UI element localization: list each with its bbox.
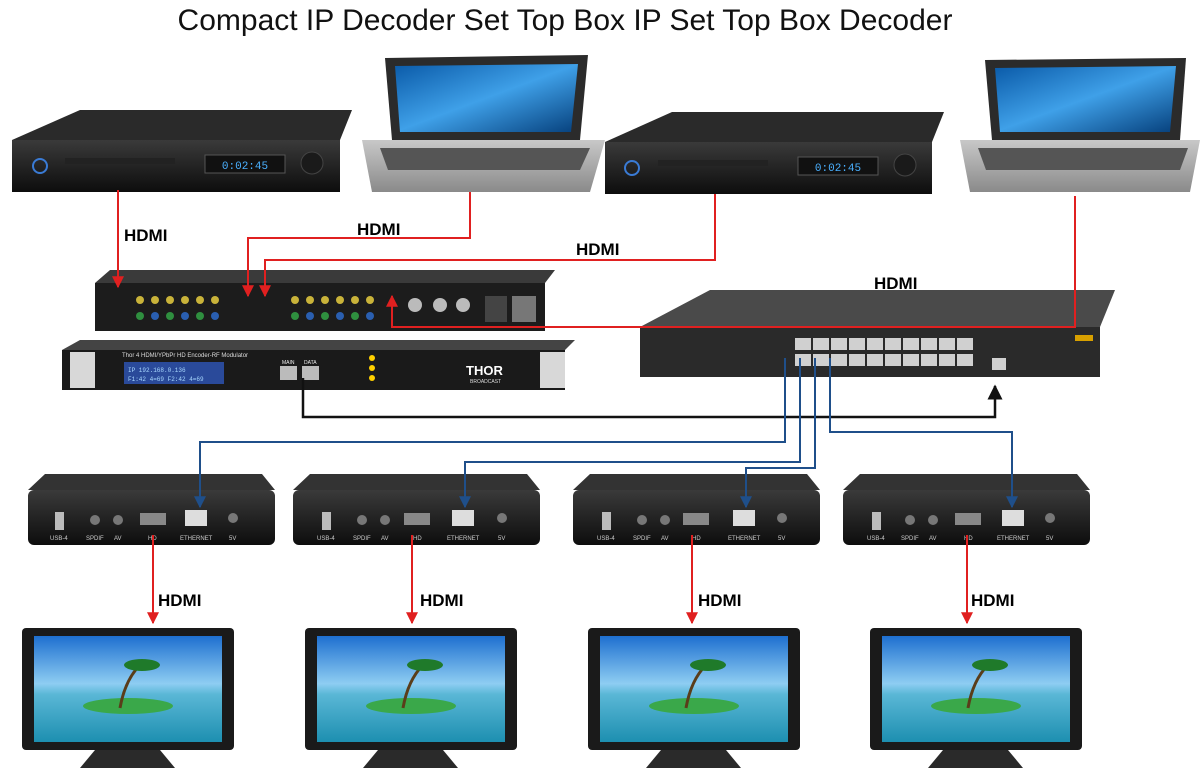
encoder-model-text: Thor 4 HDMI/YPbPr HD Encoder-RF Modulato… (122, 353, 248, 359)
ethernet-line-switch-stb1 (194, 358, 786, 509)
laptop-2 (960, 58, 1200, 192)
tv-4 (870, 628, 1082, 768)
stb3-port-ethernet: ETHERNET (728, 536, 761, 542)
stb1-port-av: AV (114, 536, 122, 542)
stb4-port-5v: 5V (1046, 536, 1053, 542)
laptop-1 (362, 55, 605, 192)
bluray-player-2: 0:02:45 (605, 112, 944, 194)
stb2-port-usb: USB-4 (317, 536, 335, 542)
stb2-port-spdif: SPDIF (353, 536, 371, 542)
ethernet-line-switch-stb4 (829, 358, 1018, 509)
stb3-port-hd: HD (692, 536, 701, 542)
hdmi-label-tv3: HDMI (698, 591, 742, 610)
hdmi-line-bluray2-encoder (259, 194, 716, 298)
encoder-front-panel (62, 340, 575, 390)
ethernet-line-switch-stb3 (740, 358, 816, 509)
set-top-box-3 (573, 474, 820, 545)
hdmi-label-laptop2: HDMI (874, 274, 918, 293)
stb3-port-5v: 5V (778, 536, 785, 542)
ethernet-connections (194, 358, 1018, 509)
svg-text:0:02:45: 0:02:45 (815, 163, 861, 175)
stb4-port-ethernet: ETHERNET (997, 536, 1030, 542)
tv-2 (305, 628, 517, 768)
stb2-port-hd: HD (413, 536, 422, 542)
network-switch (640, 290, 1115, 377)
stb2-port-av: AV (381, 536, 389, 542)
hdmi-label-tv2: HDMI (420, 591, 464, 610)
stb4-port-hd: HD (964, 536, 973, 542)
tv-1 (22, 628, 234, 768)
stb1-port-usb: USB-4 (50, 536, 68, 542)
hdmi-line-laptop2-encoder (386, 196, 1076, 328)
stb2-port-ethernet: ETHERNET (447, 536, 480, 542)
lan-connection (301, 378, 1003, 419)
stb2-port-5v: 5V (498, 536, 505, 542)
hdmi-label-tv4: HDMI (971, 591, 1015, 610)
encoder-lcd-line-1: IP 192.168.0.136 (128, 367, 186, 374)
stb1-port-5v: 5V (229, 536, 236, 542)
ethernet-line-switch-stb2 (459, 358, 801, 509)
stb3-port-av: AV (661, 536, 669, 542)
page-title: Compact IP Decoder Set Top Box IP Set To… (177, 4, 953, 37)
encoder-rear-panel (95, 270, 555, 331)
hdmi-label-laptop1: HDMI (357, 220, 401, 239)
hdmi-connections (112, 190, 1076, 625)
stb4-port-usb: USB-4 (867, 536, 885, 542)
lan-line-encoder-switch (301, 378, 1003, 419)
hdmi-line-laptop1-encoder (242, 192, 471, 298)
set-top-box-4 (843, 474, 1090, 545)
encoder-port-label-data: DATA (304, 360, 317, 366)
encoder-port-label-main: MAIN (282, 360, 295, 366)
stb3-port-usb: USB-4 (597, 536, 615, 542)
switch-ports (795, 338, 1006, 370)
hdmi-label-tv1: HDMI (158, 591, 202, 610)
stb4-port-spdif: SPDIF (901, 536, 919, 542)
tv-3 (588, 628, 800, 768)
encoder-lcd-line-2: F1:42 4=69 F2:42 4=69 (128, 376, 204, 383)
stb3-port-spdif: SPDIF (633, 536, 651, 542)
stb4-port-av: AV (929, 536, 937, 542)
hdmi-label-bluray2: HDMI (576, 240, 620, 259)
set-top-box-2 (293, 474, 540, 545)
bluray-player-1: 0:02:45 (12, 110, 352, 192)
encoder-brand: THOR (466, 363, 503, 378)
stb1-port-ethernet: ETHERNET (180, 536, 213, 542)
hdmi-label-bluray1: HDMI (124, 226, 168, 245)
set-top-box-1 (28, 474, 275, 545)
encoder-brand-sub: BROADCAST (470, 379, 501, 385)
stb1-port-spdif: SPDIF (86, 536, 104, 542)
svg-text:0:02:45: 0:02:45 (222, 161, 268, 173)
